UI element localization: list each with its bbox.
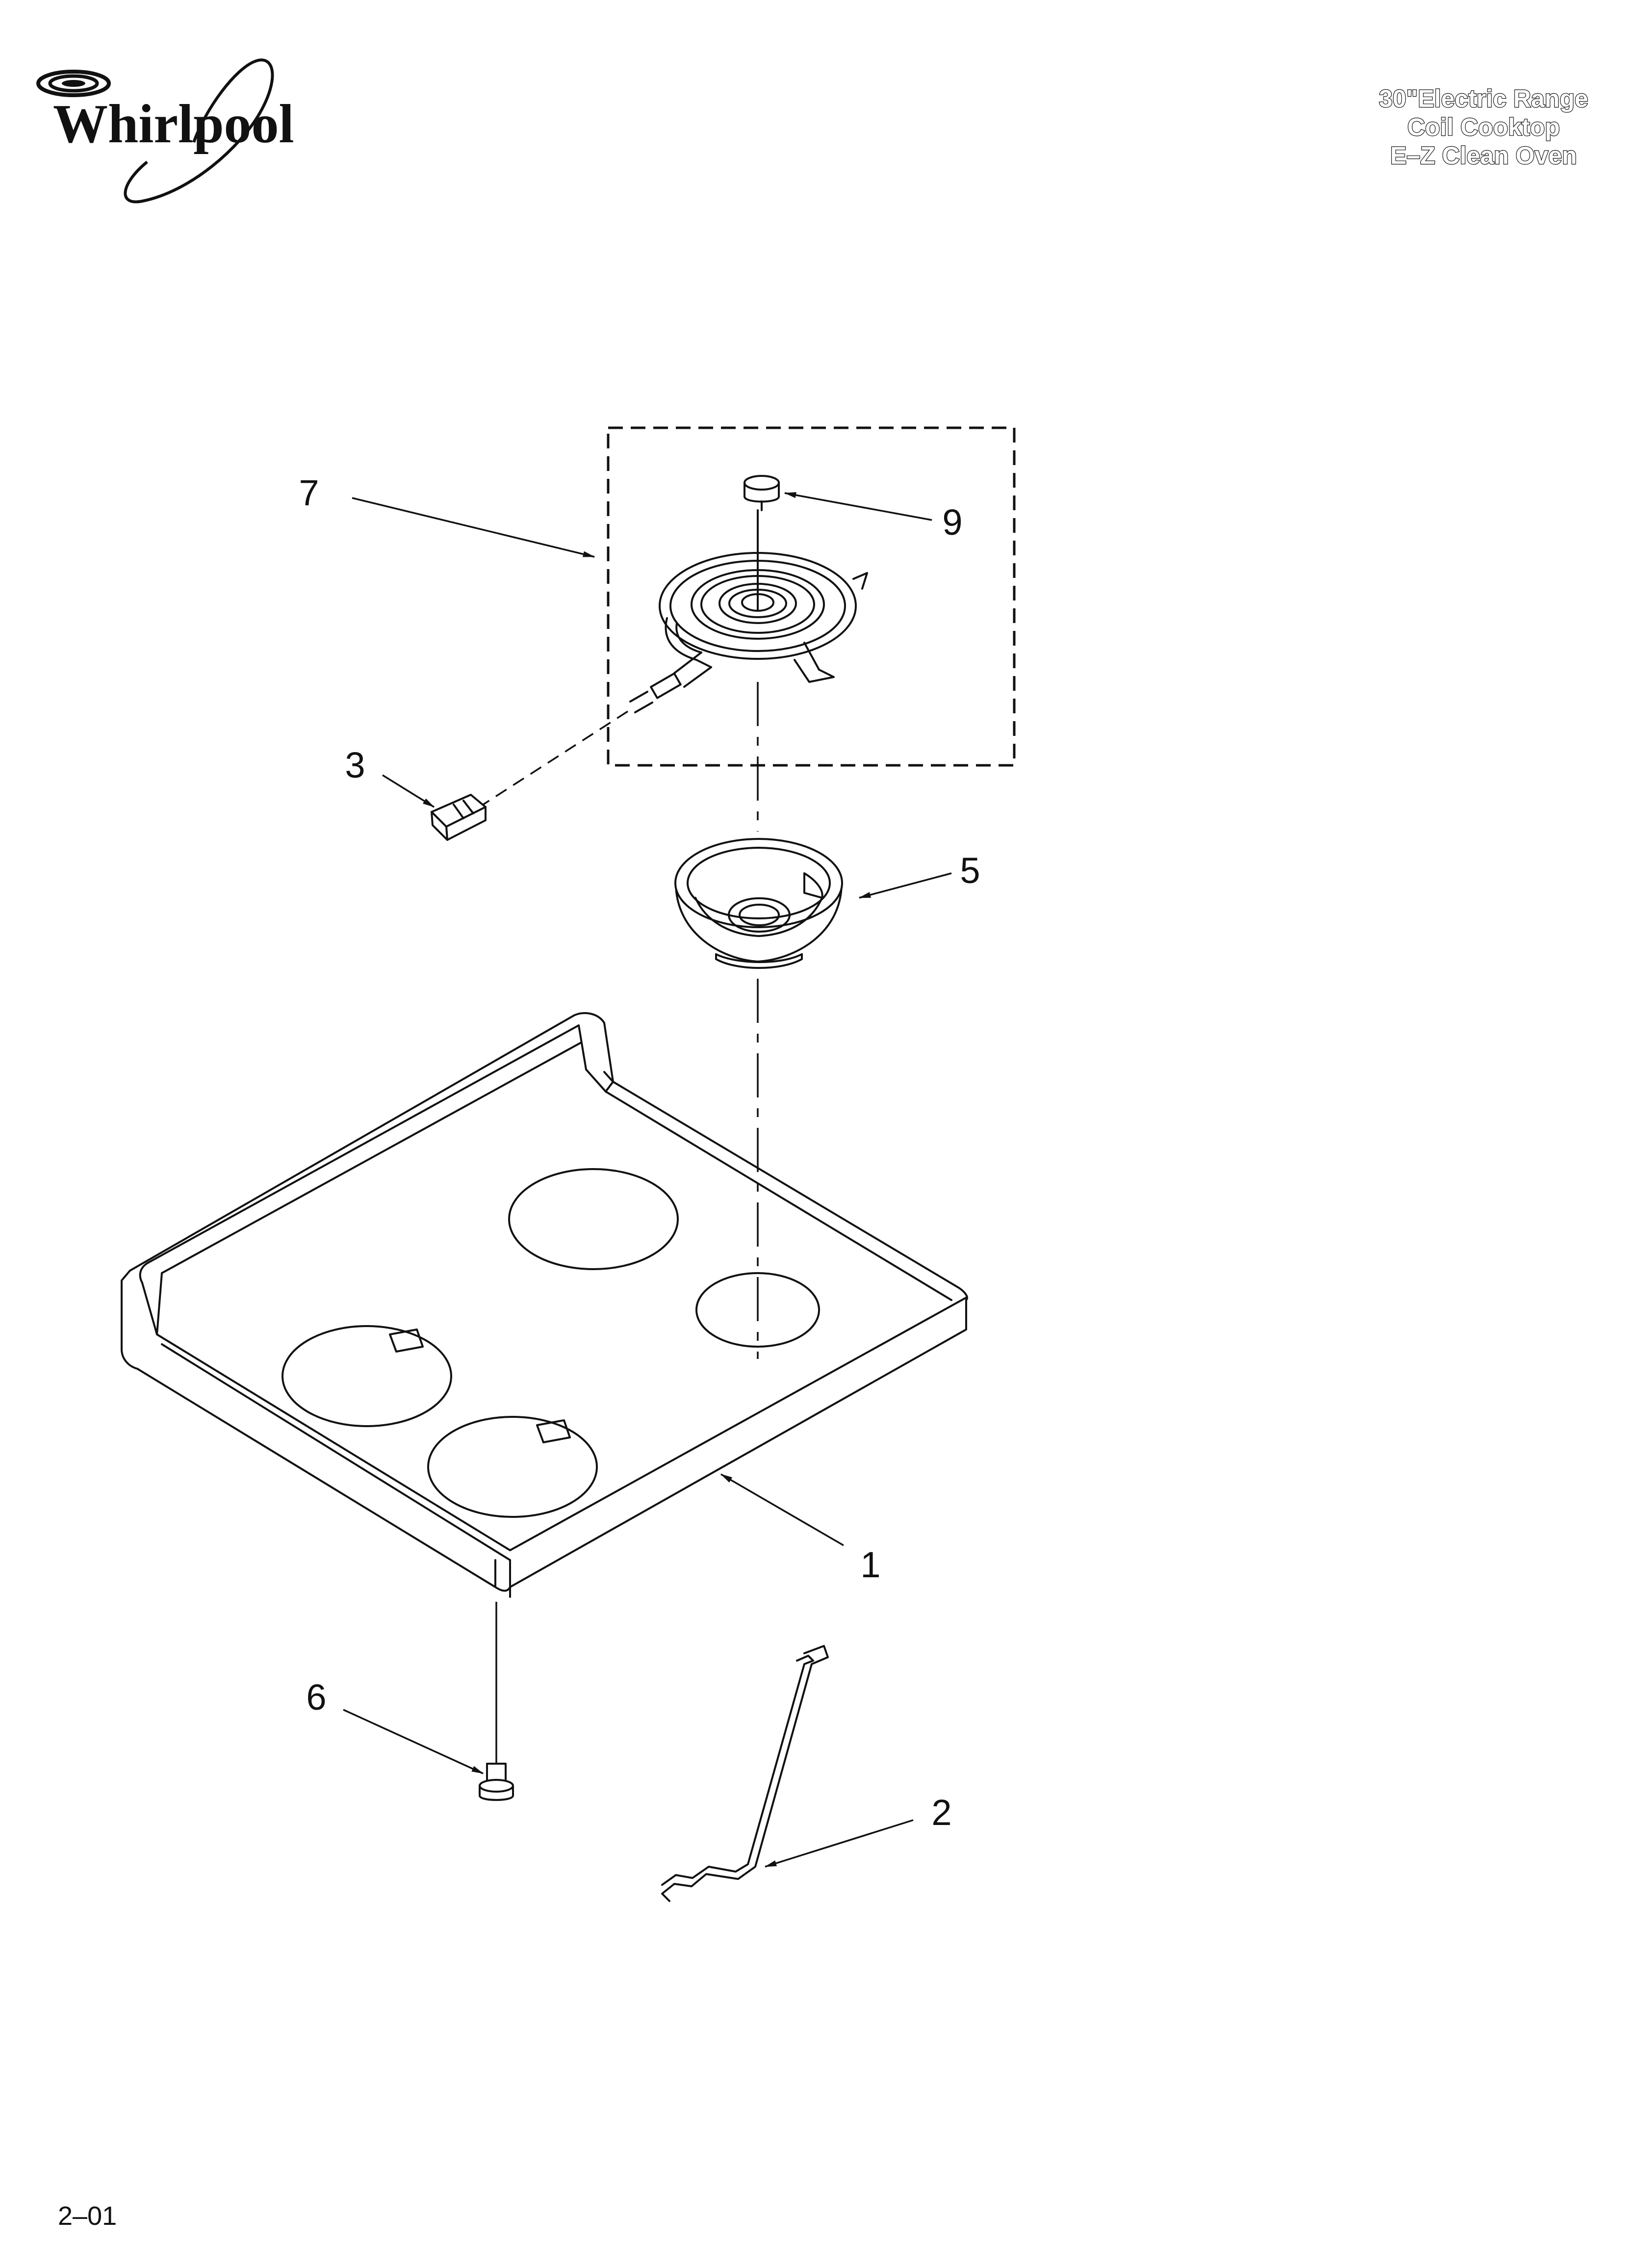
callout-2: 2: [931, 1792, 951, 1833]
terminal-block-icon: [431, 794, 487, 841]
callout-6: 6: [306, 1677, 326, 1718]
screw-icon: [479, 1602, 514, 1801]
title-line-3: E–Z Clean Oven: [1390, 142, 1577, 169]
callout-9: 9: [942, 502, 962, 543]
logo-wordmark: Whirlpool: [53, 94, 294, 155]
cooktop-panel-icon: [121, 1012, 968, 1598]
element-cap-icon: [744, 475, 780, 511]
callout-5: 5: [960, 850, 980, 891]
callout-7: 7: [299, 472, 319, 513]
callout-3: 3: [345, 745, 365, 785]
support-rod-icon: [661, 1645, 829, 1902]
callout-1: 1: [860, 1544, 880, 1585]
leader-5: [858, 872, 952, 899]
title-line-1: 30"Electric Range: [1379, 85, 1589, 112]
leader-7: [352, 497, 595, 558]
surface-element-assembly-icon: [629, 509, 868, 713]
whirlpool-logo: Whirlpool: [36, 58, 294, 204]
document-title: 30"Electric Range Coil Cooktop E–Z Clean…: [1378, 84, 1589, 170]
leader-1: [720, 1473, 844, 1546]
title-line-2: Coil Cooktop: [1407, 113, 1560, 141]
page-code: 2–01: [58, 2201, 117, 2231]
drip-bowl-icon: [674, 838, 843, 969]
leader-9: [784, 492, 932, 521]
terminal-connection-line: [483, 710, 628, 806]
swirl-icon: [36, 70, 111, 97]
leader-3: [382, 774, 435, 808]
element-assembly-box: [607, 426, 1016, 767]
leader-2: [764, 1819, 914, 1868]
logo-flourish: [124, 58, 274, 204]
leader-6: [343, 1709, 484, 1774]
